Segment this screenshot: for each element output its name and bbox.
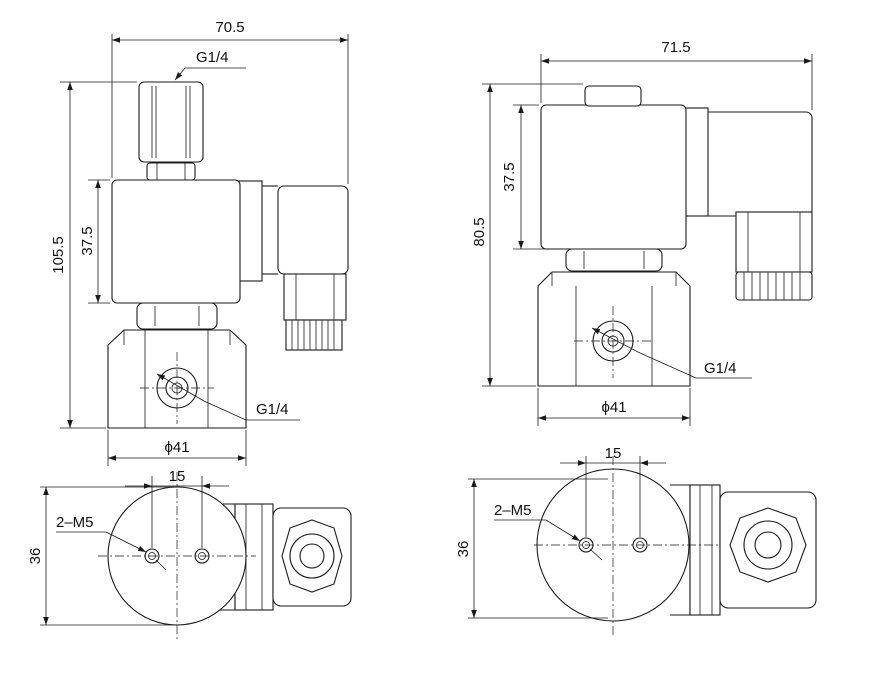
dim-width-right: 71.5 [661,39,690,56]
left-top-fitting [138,81,204,181]
left-bottom-nut [136,302,218,330]
right-valve-body [537,271,691,387]
right-front-view [537,85,813,387]
right-coil [540,104,687,250]
dim-depth-left: 36 [27,548,44,565]
right-top-cap [584,85,642,107]
left-connector [237,180,349,351]
right-connector [683,107,813,301]
dim-diameter-right: ϕ41 [601,399,626,416]
left-connector-end [281,519,343,593]
dim-holes-left: 2–M5 [56,514,94,531]
right-front-dimensions: 71.5 80.5 37.5 G1/4 ϕ41 [471,39,813,426]
left-front-dimensions: 70.5 G1/4 105.5 37.5 G1/4 ϕ41 [50,19,349,466]
right-bottom-nut [565,248,663,272]
dim-port-side-right: G1/4 [704,360,737,377]
dim-coil-right: 37.5 [501,162,518,191]
dim-holes-right: 2–M5 [494,502,532,519]
left-bottom-dimensions: 15 36 2–M5 [27,468,229,626]
left-coil [111,179,241,304]
dim-spacing-left: 15 [169,468,186,485]
left-valve-body [107,329,247,429]
dim-coil-left: 37.5 [79,226,96,255]
dim-width-left: 70.5 [215,19,244,36]
left-bottom-view [98,472,352,640]
dim-port-top-left: G1/4 [196,49,229,66]
left-front-view [107,81,349,429]
dim-diameter-left: ϕ41 [164,439,189,456]
dim-height-right: 80.5 [471,217,488,246]
right-connector-end [729,507,807,583]
right-bottom-dimensions: 15 36 2–M5 [455,445,666,619]
dim-height-left: 105.5 [50,236,67,274]
dim-depth-right: 36 [455,541,472,558]
dim-spacing-right: 15 [605,445,622,462]
dim-port-side-left: G1/4 [256,401,289,418]
right-bottom-view [534,456,817,636]
